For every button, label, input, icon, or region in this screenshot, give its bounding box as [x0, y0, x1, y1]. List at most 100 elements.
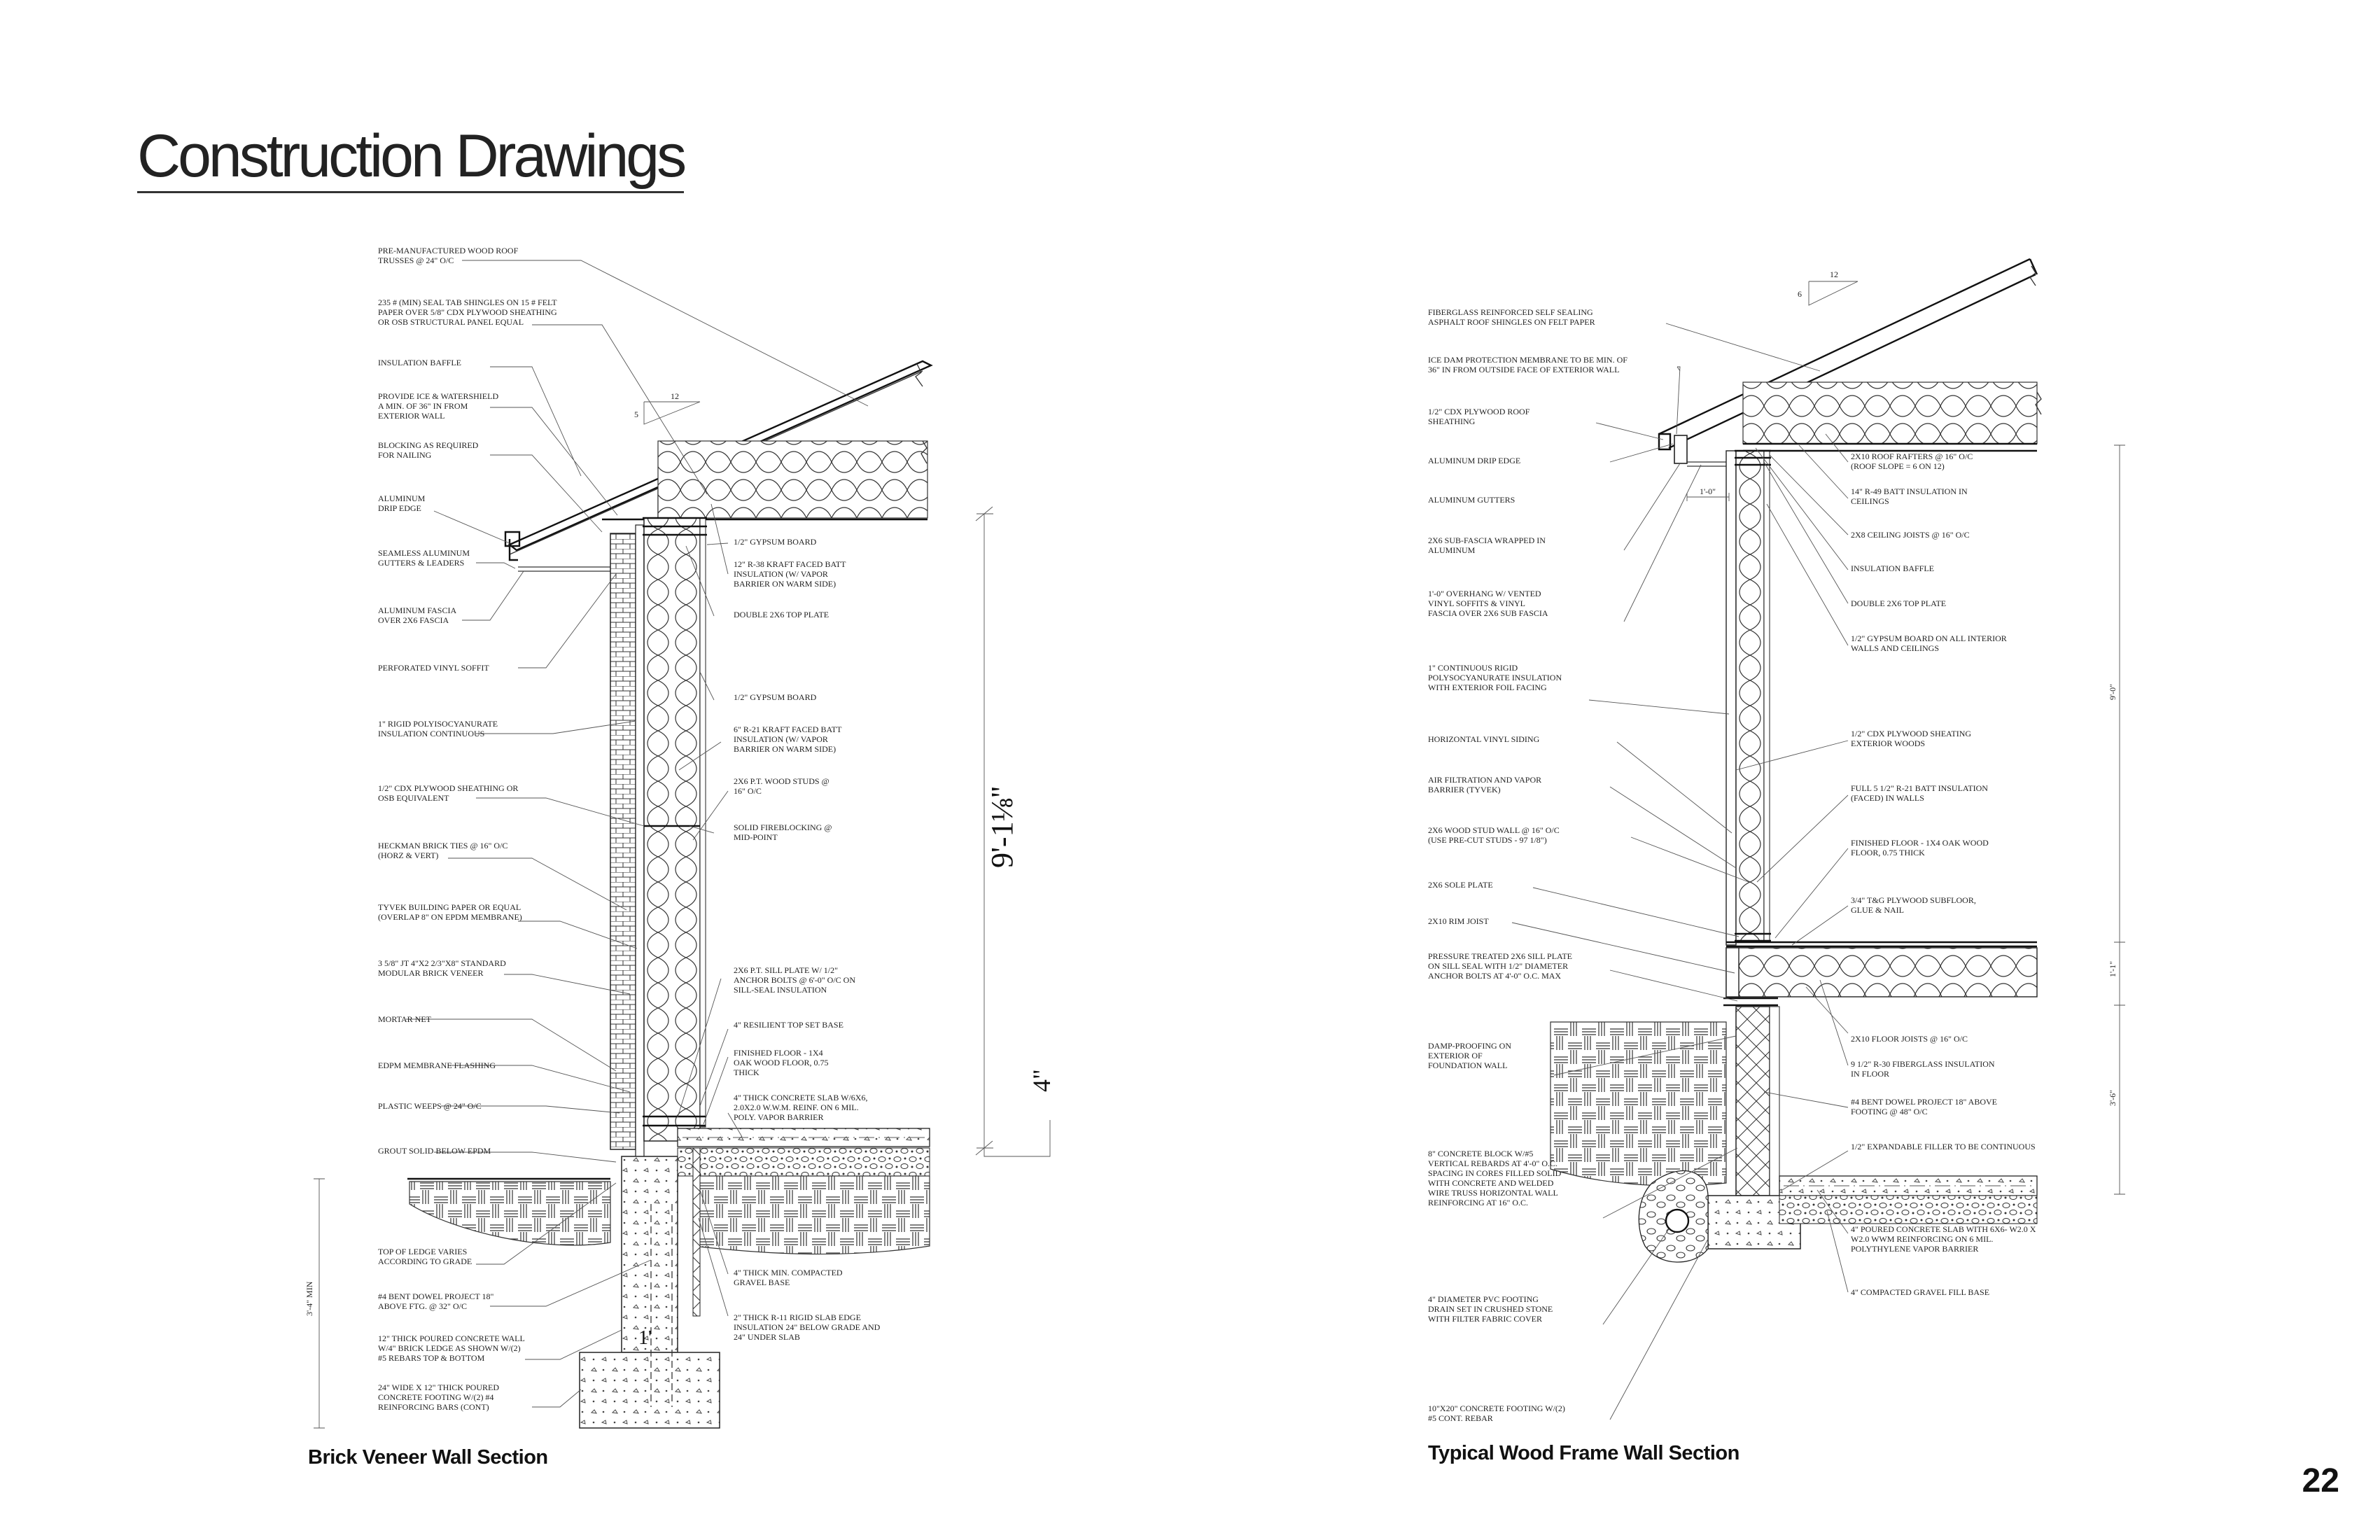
wood-leaders-right: [1735, 433, 1849, 1293]
wood-roof-rafter: [1658, 258, 2038, 449]
brick-left-label: MORTAR NET: [378, 1014, 432, 1024]
brick-earth-right: [692, 1175, 930, 1255]
wood-right-label: 2x10 FLOOR JOISTS @ 16" O/C: [1851, 1034, 1968, 1044]
wood-sill-plate: [1723, 997, 1778, 1007]
wood-right-label: DOUBLE 2x6 TOP PLATE: [1851, 598, 1946, 608]
wood-dim-overhang-text: 1'-0": [1700, 486, 1716, 496]
brick-gypsum: [699, 517, 706, 1128]
brick-left-label: HECKMAN BRICK TIES @ 16" O/C(HORZ & VERT…: [378, 841, 507, 860]
brick-left-label: PLASTIC WEEPS @ 24" O/C: [378, 1101, 482, 1111]
wood-gypsum: [1763, 450, 1770, 941]
wood-right-label: 1/2" EXPANDABLE FILLER TO BE CONTINUOUS: [1851, 1142, 2036, 1152]
brick-right-label: 1/2" GYPSUM BOARD: [734, 692, 817, 702]
wood-earth: [1550, 1021, 1727, 1186]
wood-right-label: 2x10 ROOF RAFTERS @ 16" O/C(ROOF SLOPE =…: [1851, 451, 1973, 471]
brick-right-label: SOLID FIREBLOCKING @MID-POINT: [734, 822, 832, 842]
brick-leaders-right: [677, 503, 743, 1317]
wood-subfloor: [1726, 941, 2037, 948]
brick-section-caption: Brick Veneer Wall Section: [308, 1446, 548, 1469]
wood-pvc-drain: [1665, 1208, 1690, 1233]
brick-dim-height: 9'-1⅛": [985, 785, 1019, 868]
wood-floor-system: [1726, 947, 2038, 997]
wood-frame-section: 12 6 9'-0" 1'-1" 3'-6" 1'-0" FIBERGLASS …: [1428, 258, 2125, 1423]
wood-section-caption: Typical Wood Frame Wall Section: [1428, 1442, 1740, 1464]
wood-dim-3: 3'-6": [2108, 1090, 2118, 1106]
wood-left-label: 10"x20" CONCRETE FOOTING W/(2)#5 CONT. R…: [1428, 1404, 1565, 1423]
wood-top-plate: [1735, 449, 1771, 466]
wood-siding: [1726, 450, 1737, 946]
page-title: Construction Drawings: [137, 123, 687, 193]
brick-dim-4: 4": [1028, 1069, 1056, 1092]
wood-left-label: ICE DAM PROTECTION MEMBRANE TO BE MIN. O…: [1428, 355, 1628, 374]
brick-soffit: [518, 566, 616, 572]
brick-left-label: 235 # (MIN) SEAL TAB SHINGLES ON 15 # FE…: [378, 298, 557, 327]
brick-left-label: INSULATION BAFFLE: [378, 358, 461, 368]
wood-left-label: 2x6 SOLE PLATE: [1428, 880, 1493, 890]
wood-right-label: 3/4" T&G PLYWOOD SUBFLOOR,GLUE & NAIL: [1851, 895, 1976, 915]
wood-dim-line: [2114, 444, 2125, 1195]
brick-dim-line: [975, 506, 1051, 1157]
brick-slab-edge-insulation: [692, 1147, 701, 1317]
brick-right-label: 2x6 P.T. WOOD STUDS @16" O/C: [734, 776, 830, 796]
wood-break-line: [2029, 265, 2042, 415]
wood-right-label: 2x8 CEILING JOISTS @ 16" O/C: [1851, 530, 1970, 540]
wood-block-grout: [1769, 1006, 1780, 1196]
brick-leaders-left: [406, 260, 869, 1408]
wood-sole-plate: [1735, 932, 1771, 942]
wood-right-label: 4" COMPACTED GRAVEL FILL BASE: [1851, 1287, 1989, 1297]
wood-ceiling-insulation: [1742, 382, 2038, 444]
brick-dim-1: 1': [638, 1327, 652, 1349]
brick-stud-wall: [643, 517, 701, 1142]
brick-right-label: 1/2" GYPSUM BOARD: [734, 537, 817, 547]
brick-break-line: [915, 363, 927, 464]
brick-dowel: [650, 1204, 673, 1407]
wood-slope-run: 12: [1830, 270, 1838, 279]
wood-dim-overhang: [1686, 493, 1730, 501]
page-number: 22: [2302, 1462, 2339, 1499]
brick-right-label: 2x6 P.T. SILL PLATE W/ 1/2"ANCHOR BOLTS …: [734, 965, 855, 995]
wood-leaders-left: [1511, 323, 1821, 1420]
wood-right-label: INSULATION BAFFLE: [1851, 564, 1934, 573]
wood-subfascia: [1674, 435, 1688, 464]
brick-slope-symbol: [643, 401, 701, 425]
brick-slope-run: 12: [671, 391, 679, 401]
wood-stud-wall: [1735, 450, 1765, 941]
wood-slope-rise: 6: [1798, 289, 1802, 299]
wood-gutter: [1658, 433, 1672, 451]
wood-dim-1: 9'-0": [2108, 684, 2118, 700]
brick-gravel-base: [677, 1147, 930, 1177]
brick-earth-left: [409, 1181, 611, 1246]
brick-right-label: DOUBLE 2x6 TOP PLATE: [734, 610, 829, 620]
brick-right-label: 4" RESILIENT TOP SET BASE: [734, 1020, 844, 1030]
wood-right-label: FULL 5 1/2" R-21 BATT INSULATION(FACED) …: [1851, 783, 1988, 803]
brick-foundation-wall: [621, 1156, 678, 1353]
wood-left-label: 2x10 RIM JOIST: [1428, 916, 1489, 926]
brick-slope-rise: 5: [634, 410, 638, 419]
brick-dim-left: [314, 1178, 325, 1429]
brick-rigid-insulation: [635, 524, 645, 1159]
brick-roof-sheathing: [507, 360, 933, 552]
brick-top-plate: [643, 517, 707, 536]
wood-right-label: 4" POURED CONCRETE SLAB WITH 6x6- W2.0 x…: [1851, 1224, 2036, 1254]
wood-right-labels: 2x10 ROOF RAFTERS @ 16" O/C(ROOF SLOPE =…: [1851, 451, 2036, 1297]
